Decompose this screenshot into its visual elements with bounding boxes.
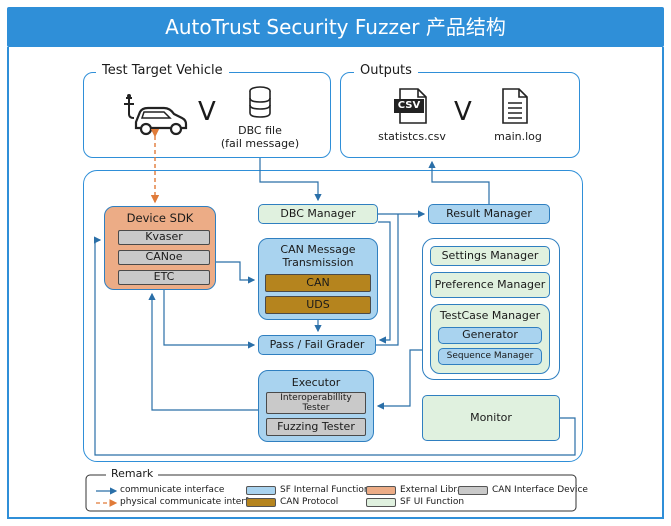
pass-fail-grader: Pass / Fail Grader bbox=[258, 335, 376, 355]
test-target-vehicle-title: Test Target Vehicle bbox=[96, 63, 229, 78]
database-icon bbox=[249, 86, 271, 118]
wire-sdk-to-grader bbox=[163, 290, 256, 349]
csv-badge-text: CSV bbox=[397, 100, 421, 111]
executor-title: Executor bbox=[291, 376, 341, 389]
target-v-symbol: V bbox=[198, 97, 216, 127]
legend-sf-internal-swatch bbox=[246, 486, 276, 495]
legend-can-device-swatch bbox=[458, 486, 488, 495]
wire-testcase-to-executor bbox=[376, 349, 422, 410]
sequence-manager: Sequence Manager bbox=[438, 348, 542, 365]
legend-sf-internal-label: SF Internal Function bbox=[280, 485, 370, 495]
can-protocol-box: CAN bbox=[265, 274, 371, 292]
etc-device: ETC bbox=[118, 270, 210, 285]
legend-sf-ui-swatch bbox=[366, 498, 396, 507]
uds-protocol-box: UDS bbox=[265, 296, 371, 314]
testcase-manager-title: TestCase Manager bbox=[439, 309, 541, 322]
wire-sdk-to-can bbox=[216, 261, 256, 284]
outputs-title: Outputs bbox=[354, 63, 418, 78]
csv-file-label: statistcs.csv bbox=[378, 130, 446, 143]
diagram-frame bbox=[7, 47, 664, 519]
electric-car-icon bbox=[124, 94, 188, 136]
interoperability-tester: Interoperabillity Tester bbox=[266, 392, 366, 414]
wire-executor-to-sdk bbox=[148, 292, 258, 411]
wire-dbc-to-grader bbox=[378, 221, 391, 344]
legend-can-protocol-swatch bbox=[246, 498, 276, 507]
preference-manager: Preference Manager bbox=[430, 272, 550, 298]
log-file-icon bbox=[502, 88, 528, 124]
legend-external-swatch bbox=[366, 486, 396, 495]
legend-can-protocol-label: CAN Protocol bbox=[280, 497, 339, 507]
wire-grader-to-result bbox=[376, 214, 399, 346]
legend-communicate-label: communicate interface bbox=[120, 485, 225, 495]
dbc-manager: DBC Manager bbox=[258, 204, 378, 224]
legend-physical-label: physical communicate interface bbox=[120, 497, 265, 507]
legend-sf-ui-label: SF UI Function bbox=[400, 497, 465, 507]
wire-dbc-file-to-manager bbox=[259, 158, 322, 202]
settings-manager: Settings Manager bbox=[430, 246, 550, 266]
log-file-label: main.log bbox=[494, 130, 542, 143]
canoe-device: CANoe bbox=[118, 250, 210, 265]
remark-box bbox=[85, 474, 577, 512]
monitor: Monitor bbox=[422, 395, 560, 441]
can-message-transmission-title: CAN Message Transmission bbox=[280, 243, 356, 270]
csv-file-icon bbox=[394, 88, 427, 124]
result-manager: Result Manager bbox=[428, 204, 550, 224]
diagram-title: AutoTrust Security Fuzzer 产品结构 bbox=[7, 7, 664, 47]
remark-title: Remark bbox=[106, 467, 159, 480]
wire-monitor-to-sdk bbox=[94, 236, 576, 456]
fuzzing-tester: Fuzzing Tester bbox=[266, 418, 366, 436]
legend-external-label: External Library bbox=[400, 485, 472, 495]
kvaser-device: Kvaser bbox=[118, 230, 210, 245]
wire-result-to-outputs bbox=[428, 160, 490, 204]
dbc-file-label: DBC file (fail message) bbox=[220, 124, 300, 151]
legend-can-device-label: CAN Interface Device bbox=[492, 485, 588, 495]
outputs-group bbox=[340, 72, 580, 158]
generator: Generator bbox=[438, 327, 542, 344]
device-sdk-title: Device SDK bbox=[126, 211, 194, 225]
outputs-v-symbol: V bbox=[454, 97, 472, 127]
